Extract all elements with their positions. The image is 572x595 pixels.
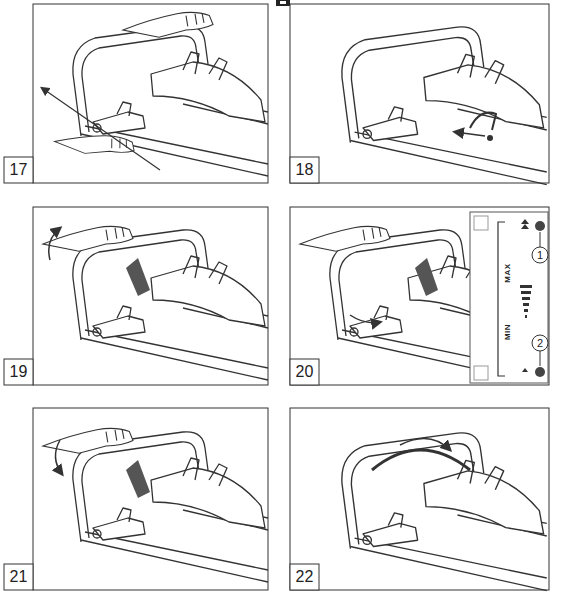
callout-number: 2 [537, 338, 543, 349]
figure-number: 18 [296, 162, 314, 178]
callout-number: 1 [537, 250, 543, 261]
figure-number: 21 [10, 569, 28, 585]
scale-label: MAX [504, 263, 512, 282]
figure-number: 22 [296, 569, 314, 585]
scale-label: MIN [504, 324, 512, 340]
figure-number: 20 [296, 364, 314, 380]
figure-number: 17 [10, 162, 28, 178]
figure-number: 19 [10, 364, 28, 380]
